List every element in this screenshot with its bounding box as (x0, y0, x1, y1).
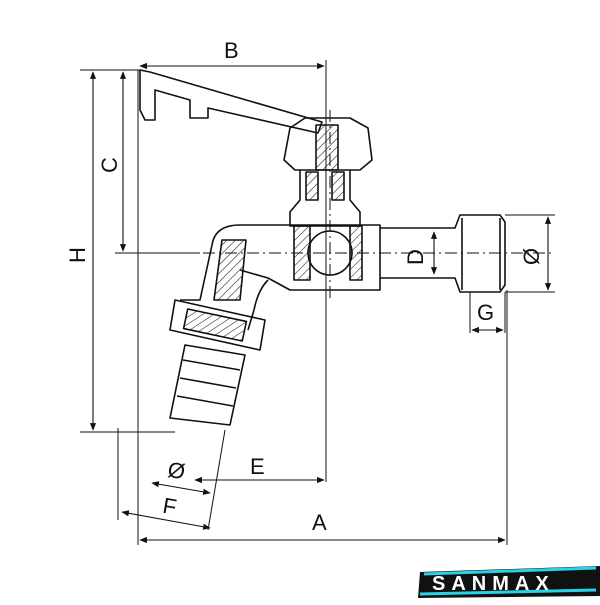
brand-logo: SANMAX (418, 566, 600, 598)
outlet-nut (169, 299, 266, 351)
label-c: C (97, 157, 122, 173)
label-g: G (477, 300, 494, 325)
dim-hose-diam-line (151, 481, 211, 495)
label-outlet-diam: Ø (519, 248, 544, 265)
valve-body-outline (139, 69, 506, 426)
label-f: F (161, 493, 179, 520)
lever-handle (139, 69, 323, 134)
brand-name: SANMAX (432, 573, 555, 595)
label-hose-diam: Ø (166, 457, 187, 485)
label-a: A (312, 510, 327, 535)
main-body (239, 224, 381, 291)
inlet-thread (380, 214, 506, 293)
hose-barb (169, 344, 246, 426)
label-d: D (403, 249, 428, 265)
spindle-section (315, 124, 339, 171)
label-e: E (250, 454, 265, 479)
extension-lines (80, 60, 555, 545)
dimension-lines (89, 62, 552, 544)
label-b: B (224, 38, 239, 63)
dim-f-line (121, 510, 211, 530)
label-h: H (65, 247, 90, 263)
outlet-section (213, 239, 247, 301)
gland-nut (283, 117, 373, 171)
